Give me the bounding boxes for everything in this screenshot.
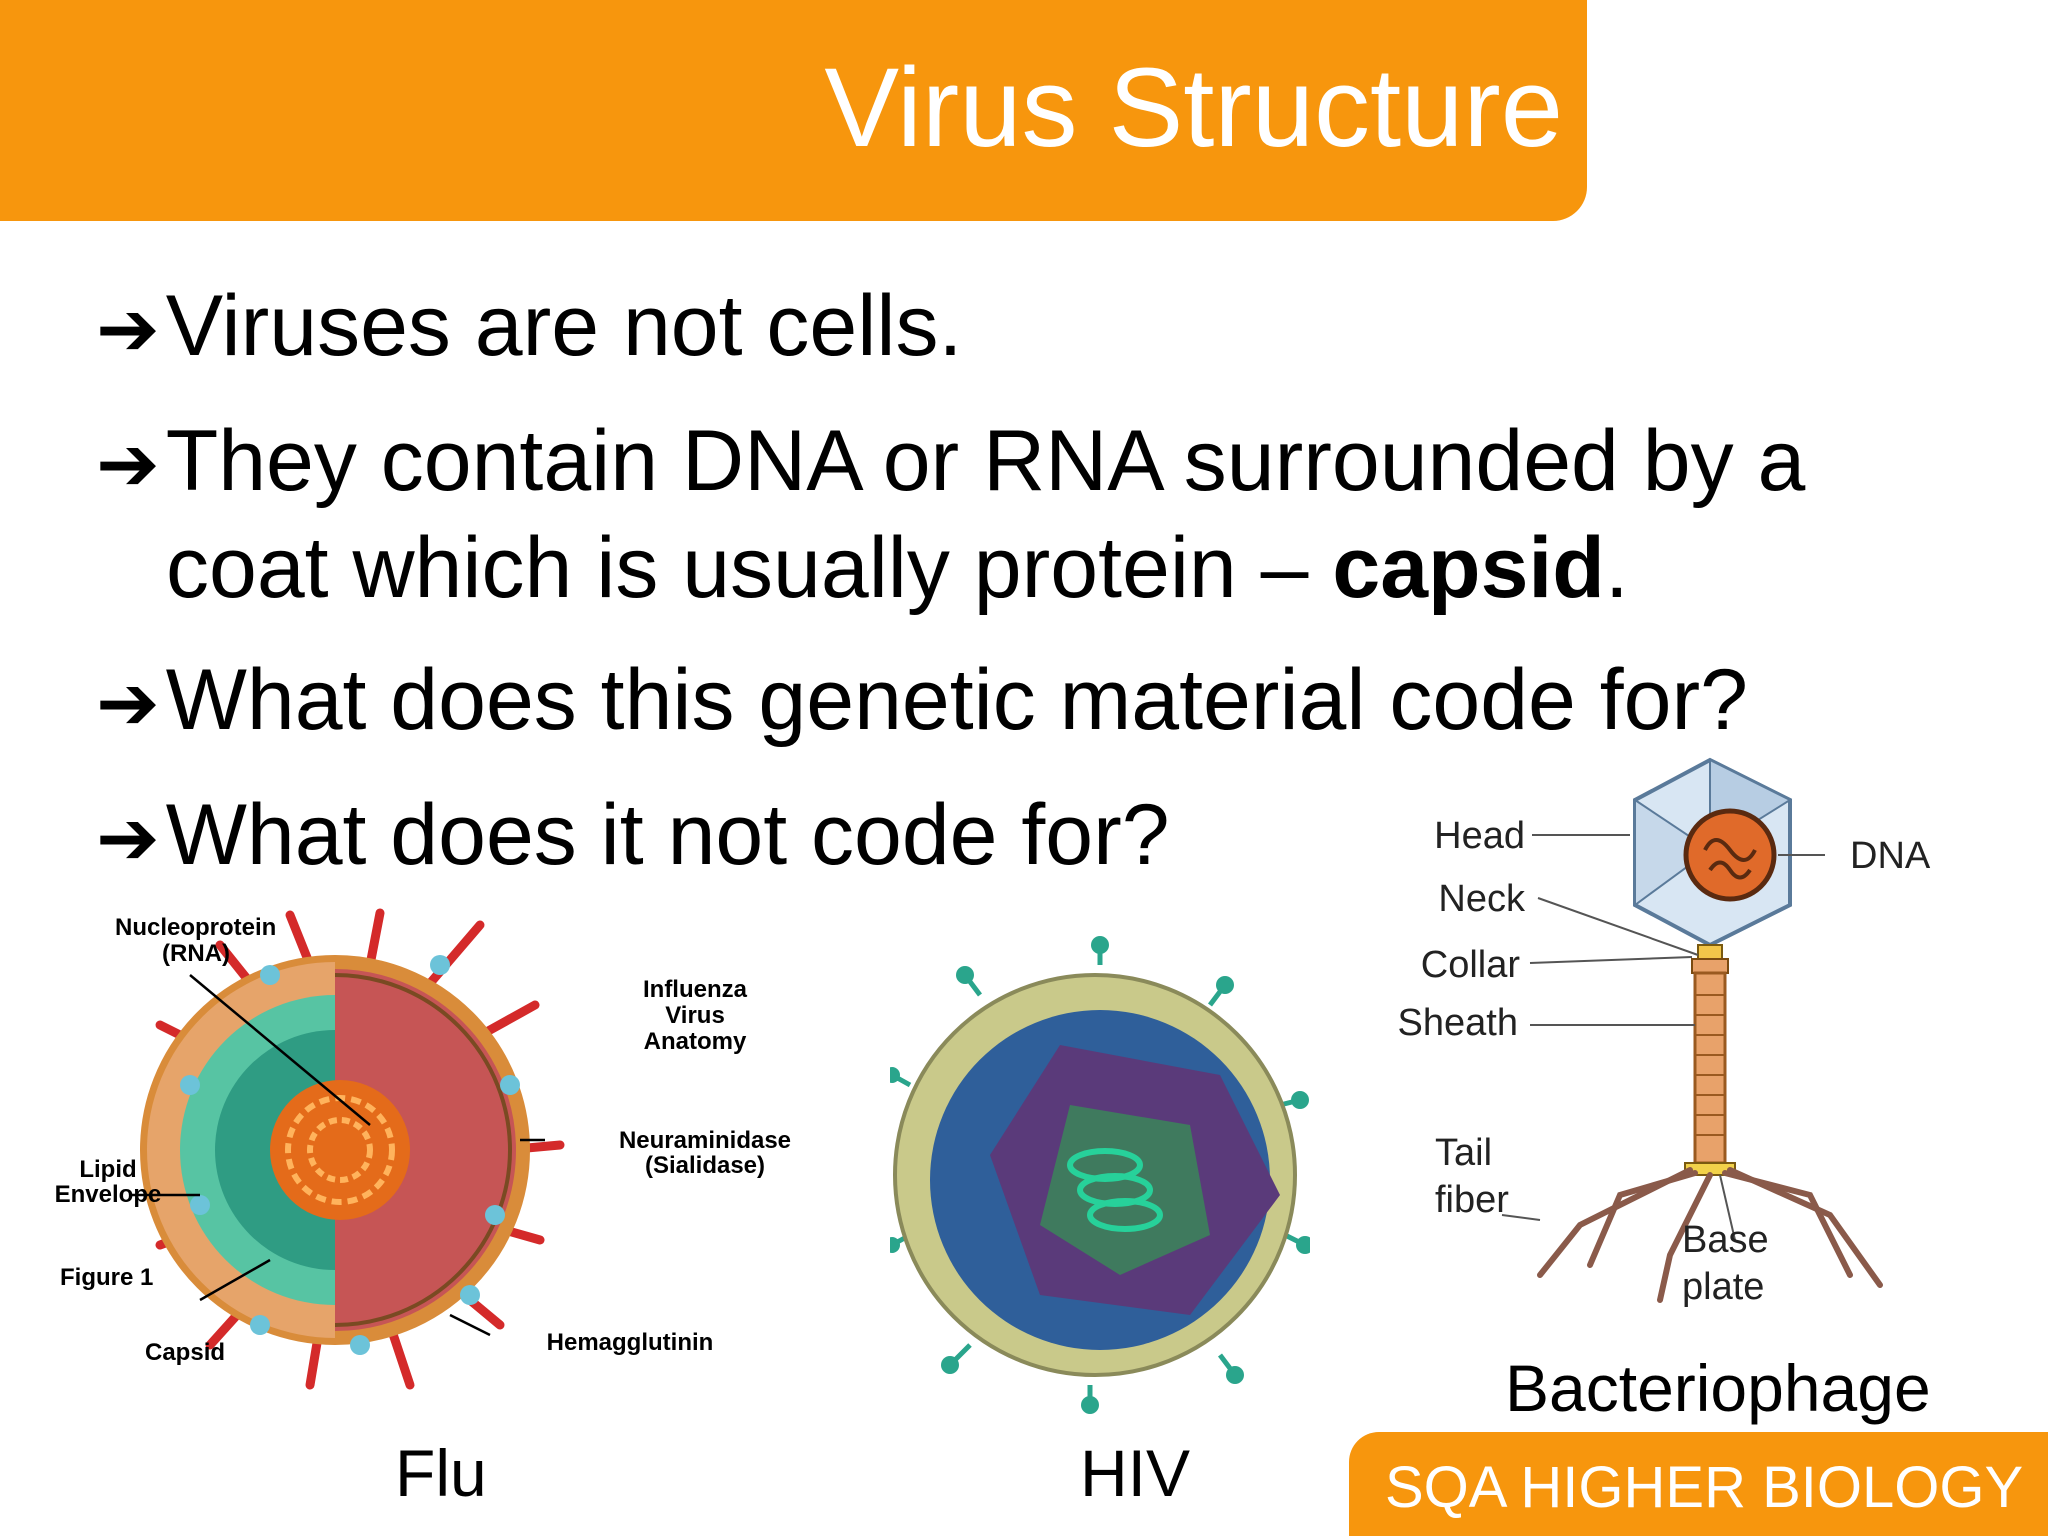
label-anatomy: Anatomy xyxy=(644,1028,747,1055)
bullet-text: What does it not code for? xyxy=(165,787,1170,883)
bacteriophage-caption: Bacteriophage xyxy=(1505,1351,1931,1425)
hiv-rna xyxy=(1067,1148,1163,1232)
flu-neuraminidase-knobs xyxy=(180,955,520,1355)
label-figure: Figure 1 xyxy=(60,1264,153,1291)
bullet-text: coat which is usually protein – xyxy=(166,520,1333,616)
bullet-continuation: coat which is usually protein – capsid. xyxy=(96,512,1996,624)
bullet-2: ➔They contain DNA or RNA surrounded by a… xyxy=(96,405,1996,624)
bullet-text: Viruses are not cells. xyxy=(165,278,963,374)
arrow-icon: ➔ xyxy=(96,793,160,882)
label-capsid: Capsid xyxy=(145,1339,225,1366)
arrow-icon: ➔ xyxy=(96,419,160,508)
label-sheath: Sheath xyxy=(1398,1002,1518,1044)
phage-collar xyxy=(1691,958,1729,974)
slide-title: Virus Structure xyxy=(824,45,1563,170)
footer-bar: SQA HIGHER BIOLOGY xyxy=(1349,1432,2048,1536)
label-tail: Tail xyxy=(1435,1132,1492,1174)
label-sialidase: (Sialidase) xyxy=(645,1152,765,1179)
influenza-diagram: Nucleoprotein (RNA) Influenza Virus Anat… xyxy=(40,905,900,1425)
label-envelope: Envelope xyxy=(55,1181,162,1208)
capsid-term: capsid xyxy=(1332,520,1605,616)
label-neuraminidase: Neuraminidase xyxy=(619,1127,791,1154)
label-influenza: Influenza xyxy=(643,976,748,1003)
label-neck: Neck xyxy=(1438,878,1526,920)
bullet-text: They contain DNA or RNA surrounded by a xyxy=(165,413,1806,509)
phage-tail-fibers xyxy=(1537,1167,1883,1303)
hiv-caption: HIV xyxy=(1080,1436,1191,1510)
label-collar: Collar xyxy=(1421,944,1521,986)
label-base: Base xyxy=(1682,1219,1769,1261)
label-fiber: fiber xyxy=(1435,1179,1509,1221)
bullet-punct: . xyxy=(1604,520,1629,616)
footer-label: SQA HIGHER BIOLOGY xyxy=(1385,1455,2024,1520)
bullet-list: ➔Viruses are not cells. ➔They contain DN… xyxy=(96,270,1996,914)
label-nucleoprotein: Nucleoprotein xyxy=(115,914,276,941)
phage-sheath xyxy=(1693,971,1727,1165)
label-rna: (RNA) xyxy=(162,940,230,967)
bullet-1: ➔Viruses are not cells. xyxy=(96,270,1996,385)
label-head: Head xyxy=(1434,815,1525,857)
bacteriophage-diagram: Head Neck Collar Sheath Tail fiber DNA B… xyxy=(1380,755,1980,1325)
label-hemagglutinin: Hemagglutinin xyxy=(547,1329,714,1356)
label-plate: plate xyxy=(1682,1266,1764,1308)
label-virus: Virus xyxy=(665,1002,725,1029)
label-lipid: Lipid xyxy=(79,1156,136,1183)
bullet-3: ➔What does this genetic material code fo… xyxy=(96,644,1996,759)
phage-dna xyxy=(1683,808,1777,902)
arrow-icon: ➔ xyxy=(96,284,160,373)
hiv-diagram xyxy=(890,935,1310,1415)
flu-caption: Flu xyxy=(395,1436,487,1510)
title-bar: Virus Structure xyxy=(0,0,1587,221)
label-dna: DNA xyxy=(1850,835,1931,877)
arrow-icon: ➔ xyxy=(96,658,160,747)
phage-neck xyxy=(1697,944,1723,960)
bullet-text: What does this genetic material code for… xyxy=(165,652,1748,748)
bullet-4: ➔What does it not code for? xyxy=(96,779,1996,894)
